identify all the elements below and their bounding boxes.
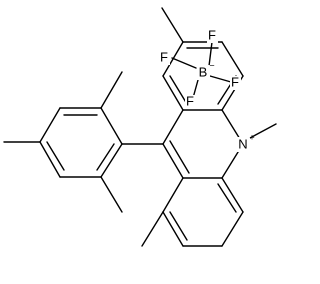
double-bond-inner xyxy=(169,75,188,105)
double-bond-inner xyxy=(169,140,190,174)
label-background xyxy=(230,76,241,90)
bond xyxy=(162,143,184,179)
fluorine-atom-label: F xyxy=(186,93,194,108)
chemical-structure-canvas: N + B − F F F F xyxy=(3,7,277,247)
mesityl-ring xyxy=(3,71,123,213)
bond xyxy=(39,107,61,143)
methyl-bond xyxy=(141,211,164,247)
label-background xyxy=(185,95,196,109)
tetrafluoroborate-bonds xyxy=(171,41,232,99)
bond xyxy=(162,177,184,213)
label-background xyxy=(197,65,210,80)
b-f-bond xyxy=(171,57,197,69)
bond xyxy=(221,41,244,77)
b-f-bond xyxy=(208,41,213,67)
fluorine-atom-label: F xyxy=(208,27,216,42)
double-bond-inner xyxy=(217,183,237,213)
acridinium-core xyxy=(141,109,277,247)
fluorine-atom-label: F xyxy=(160,49,168,64)
methyl-bond xyxy=(161,7,184,43)
double-bond-inner xyxy=(46,141,65,171)
bond xyxy=(39,141,61,178)
double-bond-inner xyxy=(169,211,188,241)
bond xyxy=(221,211,244,247)
nitrogen-charge-label: + xyxy=(249,132,254,142)
boron-atom-label: B xyxy=(199,64,208,79)
bond xyxy=(100,143,123,178)
nitrogen-atom-label: N xyxy=(238,136,247,151)
bond xyxy=(221,177,244,213)
methyl-bond xyxy=(100,71,123,109)
label-background xyxy=(236,137,250,152)
label-background xyxy=(207,29,218,43)
b-f-bond xyxy=(209,75,232,83)
bond xyxy=(162,75,184,111)
chemical-structure-drawing: N + B − F F F F xyxy=(3,7,277,247)
fluorine-atom-label: F xyxy=(231,74,239,89)
bond xyxy=(162,109,184,145)
bond xyxy=(100,107,123,145)
bond xyxy=(162,211,184,247)
atom-labels: N + B − F F F F xyxy=(159,27,255,152)
label-background xyxy=(159,51,170,65)
double-bond-inner xyxy=(96,143,115,171)
n-methyl-bond xyxy=(249,123,277,139)
methyl-bond xyxy=(100,176,123,213)
boron-charge-label: − xyxy=(209,60,214,70)
